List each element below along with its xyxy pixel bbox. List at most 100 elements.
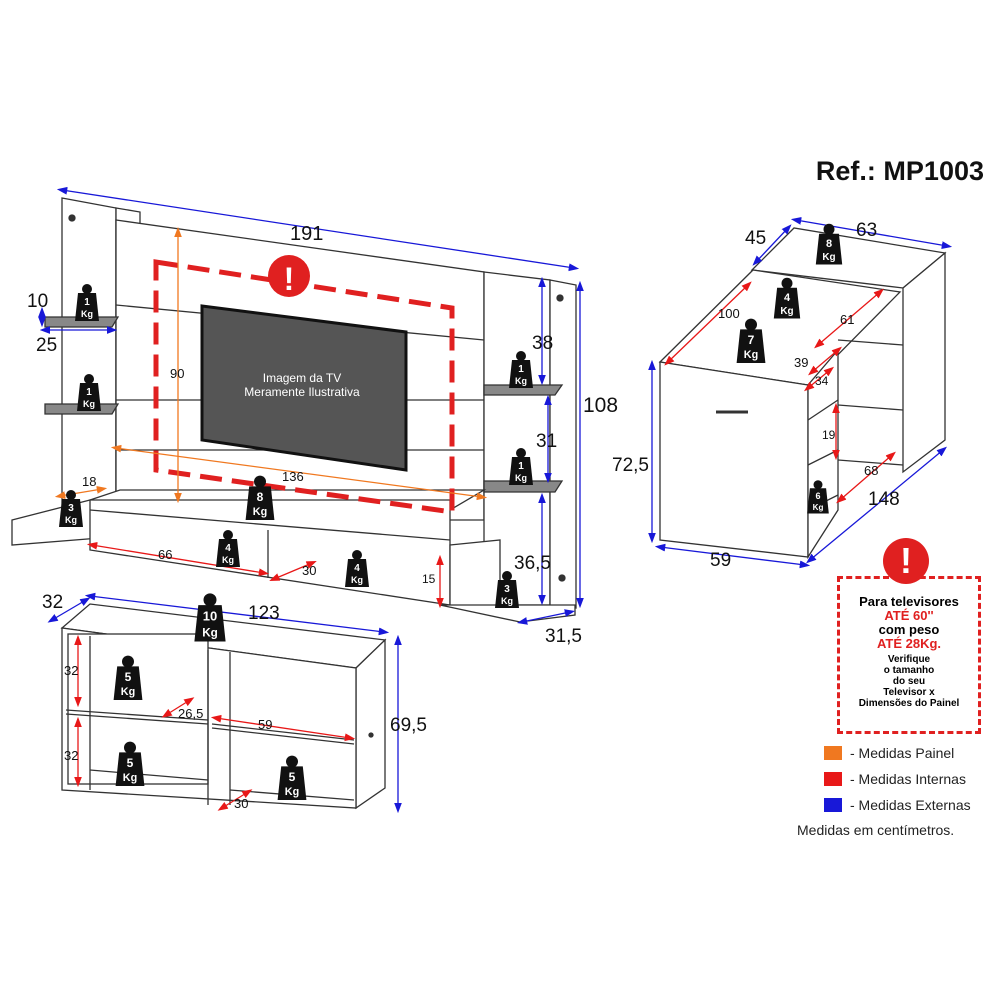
legend-item-externas: - Medidas Externas	[824, 792, 971, 818]
weight-icon: 3Kg	[59, 490, 83, 527]
weight-body	[115, 752, 145, 786]
weight-handle	[352, 550, 362, 560]
rack-15-label: 15	[422, 572, 436, 586]
cabinet-inner-30-label: 30	[234, 796, 248, 811]
weight-icon: 4Kg	[345, 550, 369, 587]
cabinet-inner-32a-label: 32	[64, 663, 78, 678]
desk-inner-39-label: 39	[794, 355, 808, 370]
desk-inner-68-label: 68	[864, 463, 878, 478]
weight-icon: 8Kg	[815, 223, 843, 265]
desk-height-label: 72,5	[612, 455, 649, 476]
rack-30-label: 30	[302, 563, 316, 578]
cabinet-inner-26-5-label: 26,5	[178, 706, 203, 721]
cabinet-width-label: 123	[248, 603, 280, 624]
legend-swatch	[824, 746, 842, 760]
tv-placeholder-line1: Imagem da TV	[263, 371, 341, 385]
weight-body	[495, 580, 519, 608]
weight-handle	[203, 593, 217, 607]
painel-height-label: 90	[170, 366, 184, 381]
niche-36-5-label: 36,5	[514, 553, 551, 574]
weight-icon: 1Kg	[509, 351, 533, 388]
weight-body	[194, 605, 226, 642]
weight-unit: Kg	[351, 575, 363, 585]
weight-value: 8	[826, 238, 832, 250]
weight-value: 8	[257, 490, 264, 504]
weight-value: 1	[84, 297, 90, 308]
weight-body	[345, 559, 369, 587]
panel-width-label: 191	[290, 223, 323, 245]
weight-handle	[781, 277, 793, 289]
legend-label: - Medidas Internas	[850, 771, 966, 787]
warning-line6: o tamanho	[883, 665, 935, 676]
weight-icon: 6Kg	[807, 480, 829, 514]
warning-line1: Para televisores	[859, 594, 959, 609]
weight-body	[815, 233, 843, 265]
weight-value: 10	[203, 609, 217, 624]
warning-line2: ATÉ 60''	[884, 608, 934, 623]
weight-handle	[66, 490, 76, 500]
weight-icon: 7Kg	[736, 318, 766, 363]
weight-value: 4	[354, 563, 360, 574]
weight-body	[807, 488, 829, 514]
weight-handle	[813, 480, 823, 490]
weight-value: 3	[504, 584, 510, 595]
units-note: Medidas em centímetros.	[797, 822, 955, 838]
weight-handle	[516, 351, 526, 361]
weight-handle	[82, 284, 92, 294]
warning-line9: Dimensões do Painel	[858, 698, 960, 709]
panel-depth-label: 31,5	[545, 626, 582, 647]
warning-icon: !	[268, 255, 310, 297]
weight-unit: Kg	[65, 515, 77, 525]
weight-handle	[84, 374, 94, 384]
shelf-width-label: 25	[36, 335, 57, 356]
weight-unit: Kg	[121, 686, 135, 698]
legend-swatch	[824, 772, 842, 786]
cabinet-inner-32b-label: 32	[64, 748, 78, 763]
warning-line5: Verifique	[887, 654, 931, 665]
legend-swatch	[824, 798, 842, 812]
weight-icon: 4Kg	[216, 530, 240, 567]
niche-38-label: 38	[532, 333, 553, 354]
weight-handle	[223, 530, 233, 540]
weight-unit: Kg	[515, 473, 527, 483]
weight-icon: 5Kg	[115, 741, 145, 786]
panel-height-label: 108	[583, 394, 618, 417]
weight-value: 1	[86, 387, 92, 398]
weight-icon: 5Kg	[277, 755, 307, 800]
weight-unit: Kg	[222, 555, 234, 565]
weight-body	[75, 293, 99, 321]
desk-total-width-label: 148	[868, 489, 900, 510]
weight-icon: 1Kg	[75, 284, 99, 321]
weight-body	[216, 539, 240, 567]
weight-icon: 3Kg	[495, 571, 519, 608]
weight-handle	[254, 475, 266, 488]
weight-value: 3	[68, 503, 74, 514]
painel-width-label: 136	[282, 469, 304, 484]
weight-unit: Kg	[515, 376, 527, 386]
weight-body	[509, 360, 533, 388]
legend: - Medidas Painel - Medidas Internas - Me…	[824, 740, 971, 818]
tv-screen: Imagem da TV Meramente Ilustrativa	[200, 304, 408, 472]
rack-66-label: 66	[158, 547, 172, 562]
desk-width-label: 63	[856, 220, 877, 241]
weight-handle	[516, 448, 526, 458]
weight-unit: Kg	[501, 596, 513, 606]
cabinet-height-label: 69,5	[390, 715, 427, 736]
weight-icon: 1Kg	[509, 448, 533, 485]
weight-icons: 1Kg1Kg1Kg1Kg8Kg3Kg3Kg4Kg4Kg8Kg4Kg7Kg6Kg1…	[59, 223, 843, 800]
weight-handle	[124, 741, 136, 754]
tv-placeholder-line2: Meramente Ilustrativa	[244, 385, 360, 399]
weight-body	[245, 486, 275, 520]
desk-inner-19-label: 19	[822, 428, 836, 442]
weight-value: 5	[125, 670, 132, 684]
warning-line7: do seu	[892, 676, 926, 687]
tv-area-dashed-outline	[153, 259, 455, 515]
niche-31-label: 31	[536, 431, 557, 452]
desk-drawing	[658, 227, 947, 560]
cabinet-depth-label: 32	[42, 592, 63, 613]
weight-value: 5	[289, 770, 296, 784]
weight-unit: Kg	[822, 252, 835, 263]
weight-unit: Kg	[202, 626, 218, 639]
